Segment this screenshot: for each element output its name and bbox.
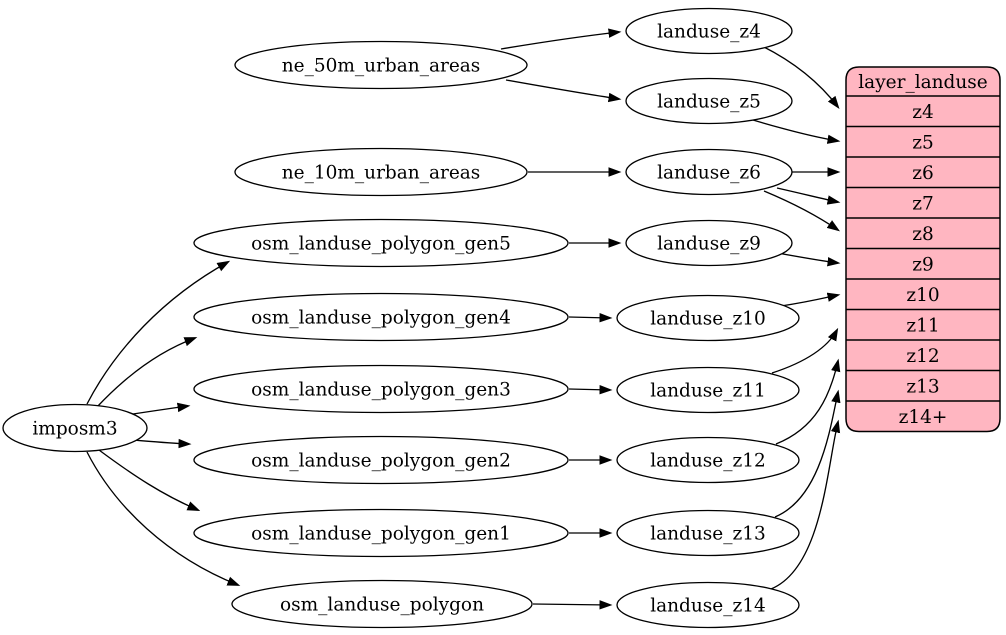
node-osm-landuse-polygon-gen1-shape — [193, 508, 569, 558]
node-landuse-z11-label: landuse_z11 — [650, 381, 766, 402]
node-osm-landuse-polygon: osm_landuse_polygon — [231, 579, 533, 629]
edge-imposm3-gen5 — [86, 260, 231, 405]
edge-landuse-z4-row-z4 — [761, 45, 840, 109]
layer-landuse-row-z10: z10 — [906, 285, 939, 306]
node-landuse-z13-label: landuse_z13 — [650, 524, 766, 545]
edge-gen4-landuse-z10 — [568, 313, 613, 323]
edge-imposm3-gen1 — [98, 449, 201, 511]
node-landuse-z12-label: landuse_z12 — [650, 451, 766, 472]
node-osm-landuse-polygon-gen4: osm_landuse_polygon_gen4 — [193, 292, 569, 342]
node-osm-landuse-polygon-gen5-label: osm_landuse_polygon_gen5 — [251, 234, 511, 255]
edge-landuse-z6-row-z7 — [776, 187, 841, 205]
layer-landuse-row-z11: z11 — [906, 315, 939, 336]
node-landuse-z10-shape — [616, 294, 800, 342]
node-landuse-z4-label: landuse_z4 — [657, 22, 761, 43]
node-landuse-z11-shape — [616, 366, 800, 414]
edge-imposm3-osm-landuse-polygon — [86, 451, 241, 586]
node-landuse-z14: landuse_z14 — [616, 581, 800, 629]
edge-ne50m-landuse-z5 — [505, 79, 622, 103]
node-landuse-z5-label: landuse_z5 — [657, 92, 761, 113]
edge-group — [86, 28, 841, 610]
node-landuse-z9-label: landuse_z9 — [657, 234, 761, 255]
node-landuse-z14-shape — [616, 581, 800, 629]
edge-ne50m-landuse-z4 — [500, 28, 622, 50]
node-osm-landuse-polygon-gen3: osm_landuse_polygon_gen3 — [193, 364, 569, 414]
edge-landuse-z14-row-z14plus — [770, 419, 841, 590]
node-ne-50m-urban-areas-label: ne_50m_urban_areas — [282, 56, 481, 77]
node-landuse-z13-shape — [616, 509, 800, 557]
node-osm-landuse-polygon-gen1-label: osm_landuse_polygon_gen1 — [251, 524, 511, 545]
edge-landuse-z6-row-z8 — [763, 190, 841, 232]
node-ne-50m-urban-areas: ne_50m_urban_areas — [234, 40, 528, 90]
node-landuse-z12: landuse_z12 — [616, 436, 800, 484]
node-osm-landuse-polygon-gen2-shape — [193, 435, 569, 485]
layer-landuse-row-z6: z6 — [912, 163, 934, 184]
edge-landuse-z5-row-z5 — [752, 119, 841, 144]
node-landuse-z14-label: landuse_z14 — [650, 596, 766, 617]
layer-landuse-row-z12: z12 — [906, 346, 939, 367]
node-landuse-z5-shape — [625, 77, 793, 125]
node-landuse-z5: landuse_z5 — [625, 77, 793, 125]
node-osm-landuse-polygon-gen4-shape — [193, 292, 569, 342]
node-landuse-z6: landuse_z6 — [625, 148, 793, 196]
node-osm-landuse-polygon-gen4-label: osm_landuse_polygon_gen4 — [251, 308, 511, 329]
node-landuse-z4-shape — [625, 7, 793, 55]
edge-landuse-z12-row-z12 — [775, 358, 841, 445]
node-ne-50m-urban-areas-shape — [234, 40, 528, 90]
node-ne-10m-urban-areas-shape — [234, 147, 528, 197]
node-osm-landuse-polygon-gen5: osm_landuse_polygon_gen5 — [193, 218, 569, 268]
node-landuse-z12-shape — [616, 436, 800, 484]
layer-landuse-row-z14plus: z14+ — [899, 407, 948, 428]
node-landuse-z10: landuse_z10 — [616, 294, 800, 342]
edge-landuse-z13-row-z13 — [774, 389, 841, 518]
node-ne-10m-urban-areas: ne_10m_urban_areas — [234, 147, 528, 197]
layer-landuse-row-z9: z9 — [912, 254, 934, 275]
node-landuse-z9: landuse_z9 — [625, 219, 793, 267]
node-osm-landuse-polygon-gen3-shape — [193, 364, 569, 414]
edge-landuse-z11-row-z11 — [771, 327, 839, 374]
layer-landuse-row-z7: z7 — [912, 193, 934, 214]
layer-landuse-row-z13: z13 — [906, 376, 939, 397]
node-landuse-z6-label: landuse_z6 — [657, 163, 761, 184]
node-layer-landuse: layer_landuse z4 z5 z6 z7 z8 z9 z10 z11 … — [845, 66, 1001, 433]
node-imposm3: imposm3 — [2, 403, 148, 453]
layer-landuse-row-z8: z8 — [912, 224, 934, 245]
node-imposm3-shape — [2, 403, 148, 453]
node-landuse-z11: landuse_z11 — [616, 366, 800, 414]
node-landuse-z6-shape — [625, 148, 793, 196]
layer-landuse-title: layer_landuse — [858, 72, 988, 93]
node-imposm3-label: imposm3 — [32, 419, 117, 440]
layer-landuse-row-z5: z5 — [912, 132, 934, 153]
node-osm-landuse-polygon-gen3-label: osm_landuse_polygon_gen3 — [251, 380, 511, 401]
edge-gen3-landuse-z11 — [568, 385, 613, 395]
node-landuse-z4: landuse_z4 — [625, 7, 793, 55]
node-osm-landuse-polygon-gen1: osm_landuse_polygon_gen1 — [193, 508, 569, 558]
node-osm-landuse-polygon-label: osm_landuse_polygon — [280, 595, 484, 616]
node-ne-10m-urban-areas-label: ne_10m_urban_areas — [282, 163, 481, 184]
layer-landuse-row-separators — [846, 95, 1000, 402]
node-osm-landuse-polygon-gen2-label: osm_landuse_polygon_gen2 — [251, 451, 511, 472]
node-landuse-z10-label: landuse_z10 — [650, 309, 766, 330]
node-landuse-z13: landuse_z13 — [616, 509, 800, 557]
node-osm-landuse-polygon-shape — [231, 579, 533, 629]
node-landuse-z9-shape — [625, 219, 793, 267]
edge-landuse-z10-row-z10 — [780, 292, 841, 307]
edge-osm-landuse-polygon-landuse-z14 — [532, 600, 613, 610]
layer-landuse-row-z4: z4 — [912, 102, 934, 123]
node-osm-landuse-polygon-gen2: osm_landuse_polygon_gen2 — [193, 435, 569, 485]
node-osm-landuse-polygon-gen5-shape — [193, 218, 569, 268]
edge-imposm3-gen4 — [96, 337, 198, 408]
